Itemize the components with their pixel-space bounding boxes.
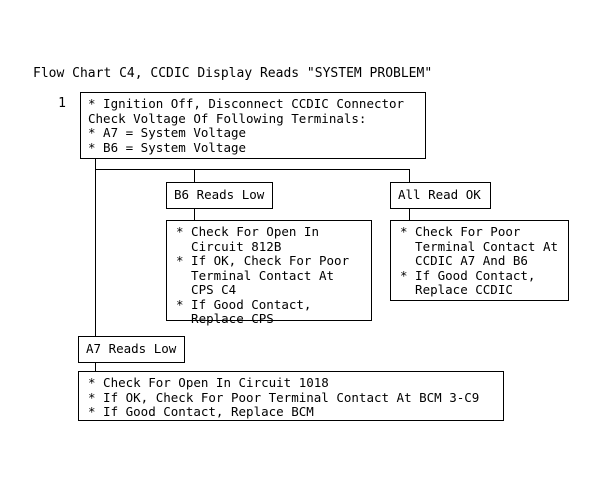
branch-bus-line [95,169,410,170]
all-read-ok-box: All Read OK [390,182,491,209]
step-number-label: 1 [58,96,66,111]
b6-reads-low-label: B6 Reads Low [174,187,265,202]
connector-bus-to-a7 [95,169,96,337]
step-1-text: * Ignition Off, Disconnect CCDIC Connect… [88,96,405,155]
connector-b6-to-cps [194,209,195,221]
page-title: Flow Chart C4, CCDIC Display Reads "SYST… [33,66,433,81]
connector-step1-to-bus [95,158,96,170]
bcm-actions-box: * Check For Open In Circuit 1018 * If OK… [78,371,504,421]
bcm-actions-text: * Check For Open In Circuit 1018 * If OK… [88,375,480,419]
connector-a7-to-bcm [95,363,96,372]
cps-actions-box: * Check For Open In Circuit 812B * If OK… [166,220,372,326]
ccdic-actions-box: * Check For Poor Terminal Contact At CCD… [390,220,569,301]
connector-bus-to-allok [409,169,410,183]
ccdic-actions-text: * Check For Poor Terminal Contact At CCD… [400,224,559,297]
b6-reads-low-box: B6 Reads Low [166,182,273,209]
a7-reads-low-label: A7 Reads Low [86,341,177,356]
step-1-box: * Ignition Off, Disconnect CCDIC Connect… [80,92,426,159]
a7-reads-low-box: A7 Reads Low [78,336,185,363]
cps-actions-text: * Check For Open In Circuit 812B * If OK… [176,224,350,326]
connector-allok-to-ccdic [409,209,410,221]
all-read-ok-label: All Read OK [398,187,481,202]
connector-bus-to-b6 [194,169,195,183]
